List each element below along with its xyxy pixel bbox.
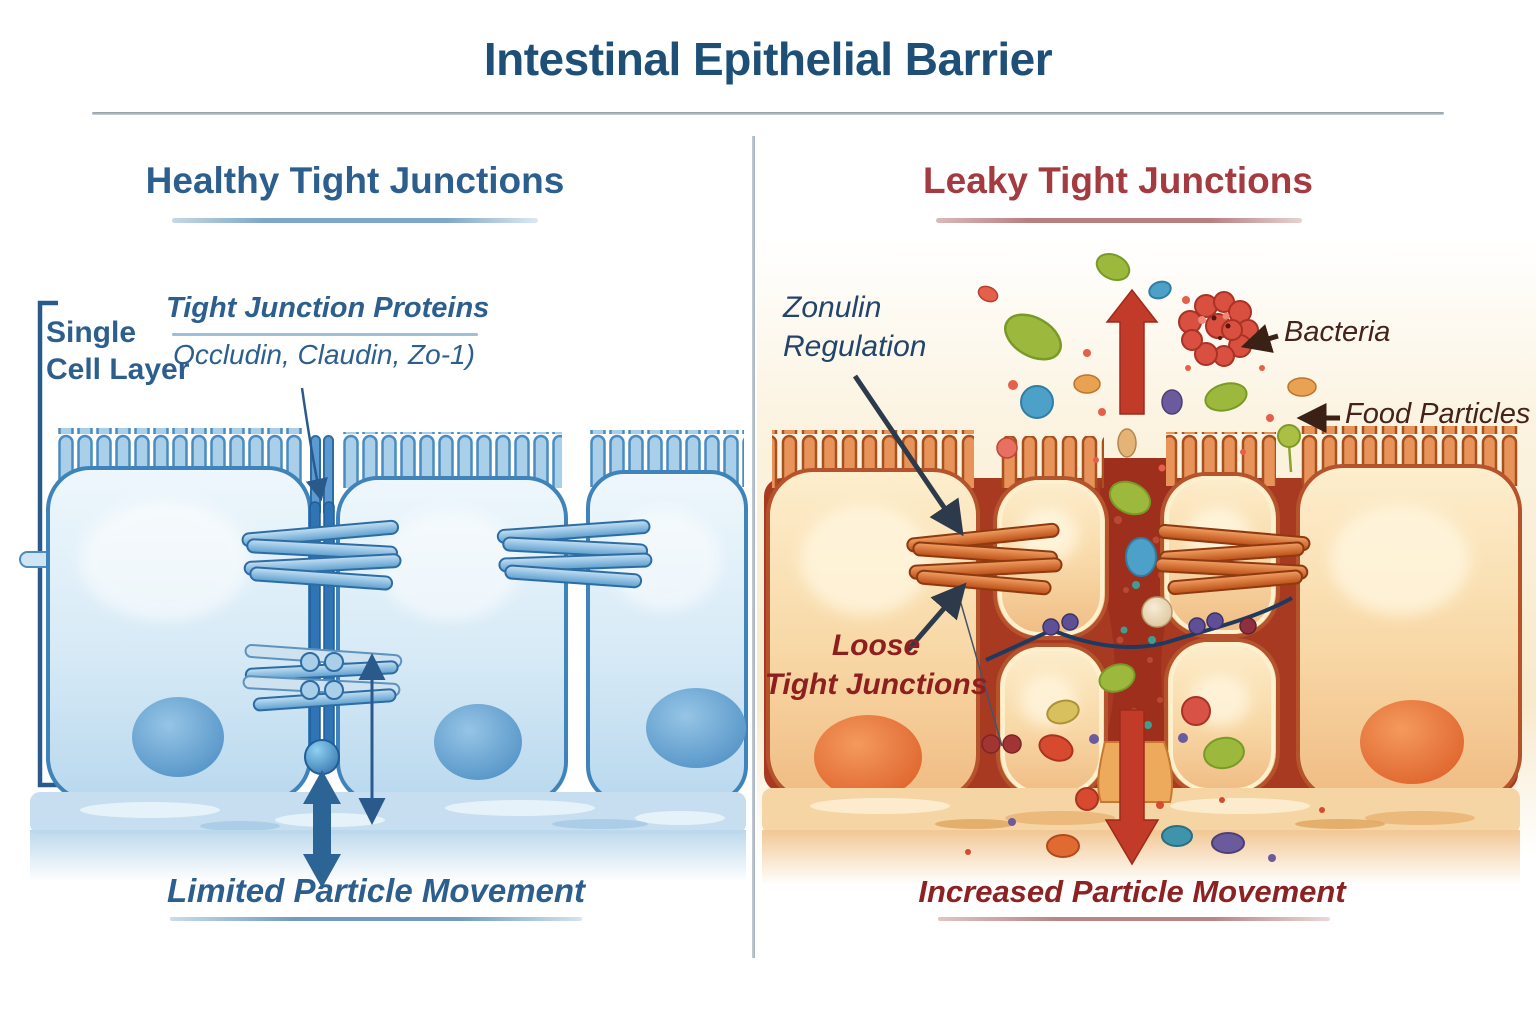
- left-panel-header: Healthy Tight Junctions: [145, 160, 565, 201]
- panel-divider: [752, 136, 755, 958]
- label-bacteria: Bacteria: [1284, 316, 1391, 348]
- increased-movement-up-arrow-icon: [1105, 288, 1159, 415]
- tight-junction-proteins-icon: [241, 519, 653, 712]
- tjp-pointer-arrow: [300, 387, 328, 502]
- loose-junction-proteins-icon: [906, 522, 1311, 596]
- leaky-panel-illustration: [757, 238, 1536, 885]
- basement-membrane-left: [30, 792, 746, 882]
- bacteria-pointer-arrow: [1240, 324, 1279, 353]
- right-panel-header: Leaky Tight Junctions: [923, 160, 1313, 201]
- loose-tj-pointer-arrow: [906, 582, 967, 652]
- limited-movement-double-arrow-icon: [303, 770, 341, 888]
- page-title: Intestinal Epithelial Barrier: [483, 33, 1053, 85]
- tight-junction-strand-icon: [309, 435, 335, 759]
- increased-movement-down-arrow-icon: [1104, 709, 1160, 866]
- left-header-underline: [172, 218, 538, 223]
- leaked-particle-icons: [965, 787, 1325, 862]
- channel-particle-icons: [1098, 480, 1173, 729]
- label-zonulin-regulation: Zonulin Regulation: [783, 291, 927, 363]
- label-increased-particle-movement: Increased Particle Movement: [918, 874, 1346, 909]
- intracellular-particle-icons: [1038, 696, 1245, 770]
- title-rule: [92, 112, 1444, 115]
- zonulin-pointer-arrow: [852, 374, 964, 537]
- label-limited-particle-movement: Limited Particle Movement: [166, 872, 586, 909]
- label-tight-junction-proteins: Tight Junction Proteins: [166, 292, 490, 324]
- junction-bead-line: [959, 596, 1293, 754]
- cell-nuclei-healthy: [132, 688, 746, 780]
- tjp-underline: [172, 333, 478, 336]
- right-header-underline: [936, 218, 1302, 223]
- epithelial-cells-leaky-outer: [766, 464, 1522, 802]
- healthy-panel-illustration: [19, 300, 748, 888]
- label-single-cell-layer: Single Cell Layer: [46, 316, 190, 386]
- label-occludin-claudin-zo1: Occludin, Claudin, Zo-1): [173, 339, 475, 370]
- label-loose-tight-junctions: Loose Tight Junctions: [764, 629, 988, 701]
- escaped-particle-icons: [977, 252, 1317, 472]
- label-food-particles: Food Particles: [1345, 398, 1531, 430]
- limited-underline: [170, 917, 582, 921]
- cell-nuclei-leaky: [814, 700, 1464, 799]
- food-particle-icon: [1277, 424, 1301, 473]
- blocked-particle-icon: [304, 739, 340, 775]
- increased-underline: [938, 917, 1330, 921]
- epithelial-cells-leaky-middle: [993, 472, 1280, 799]
